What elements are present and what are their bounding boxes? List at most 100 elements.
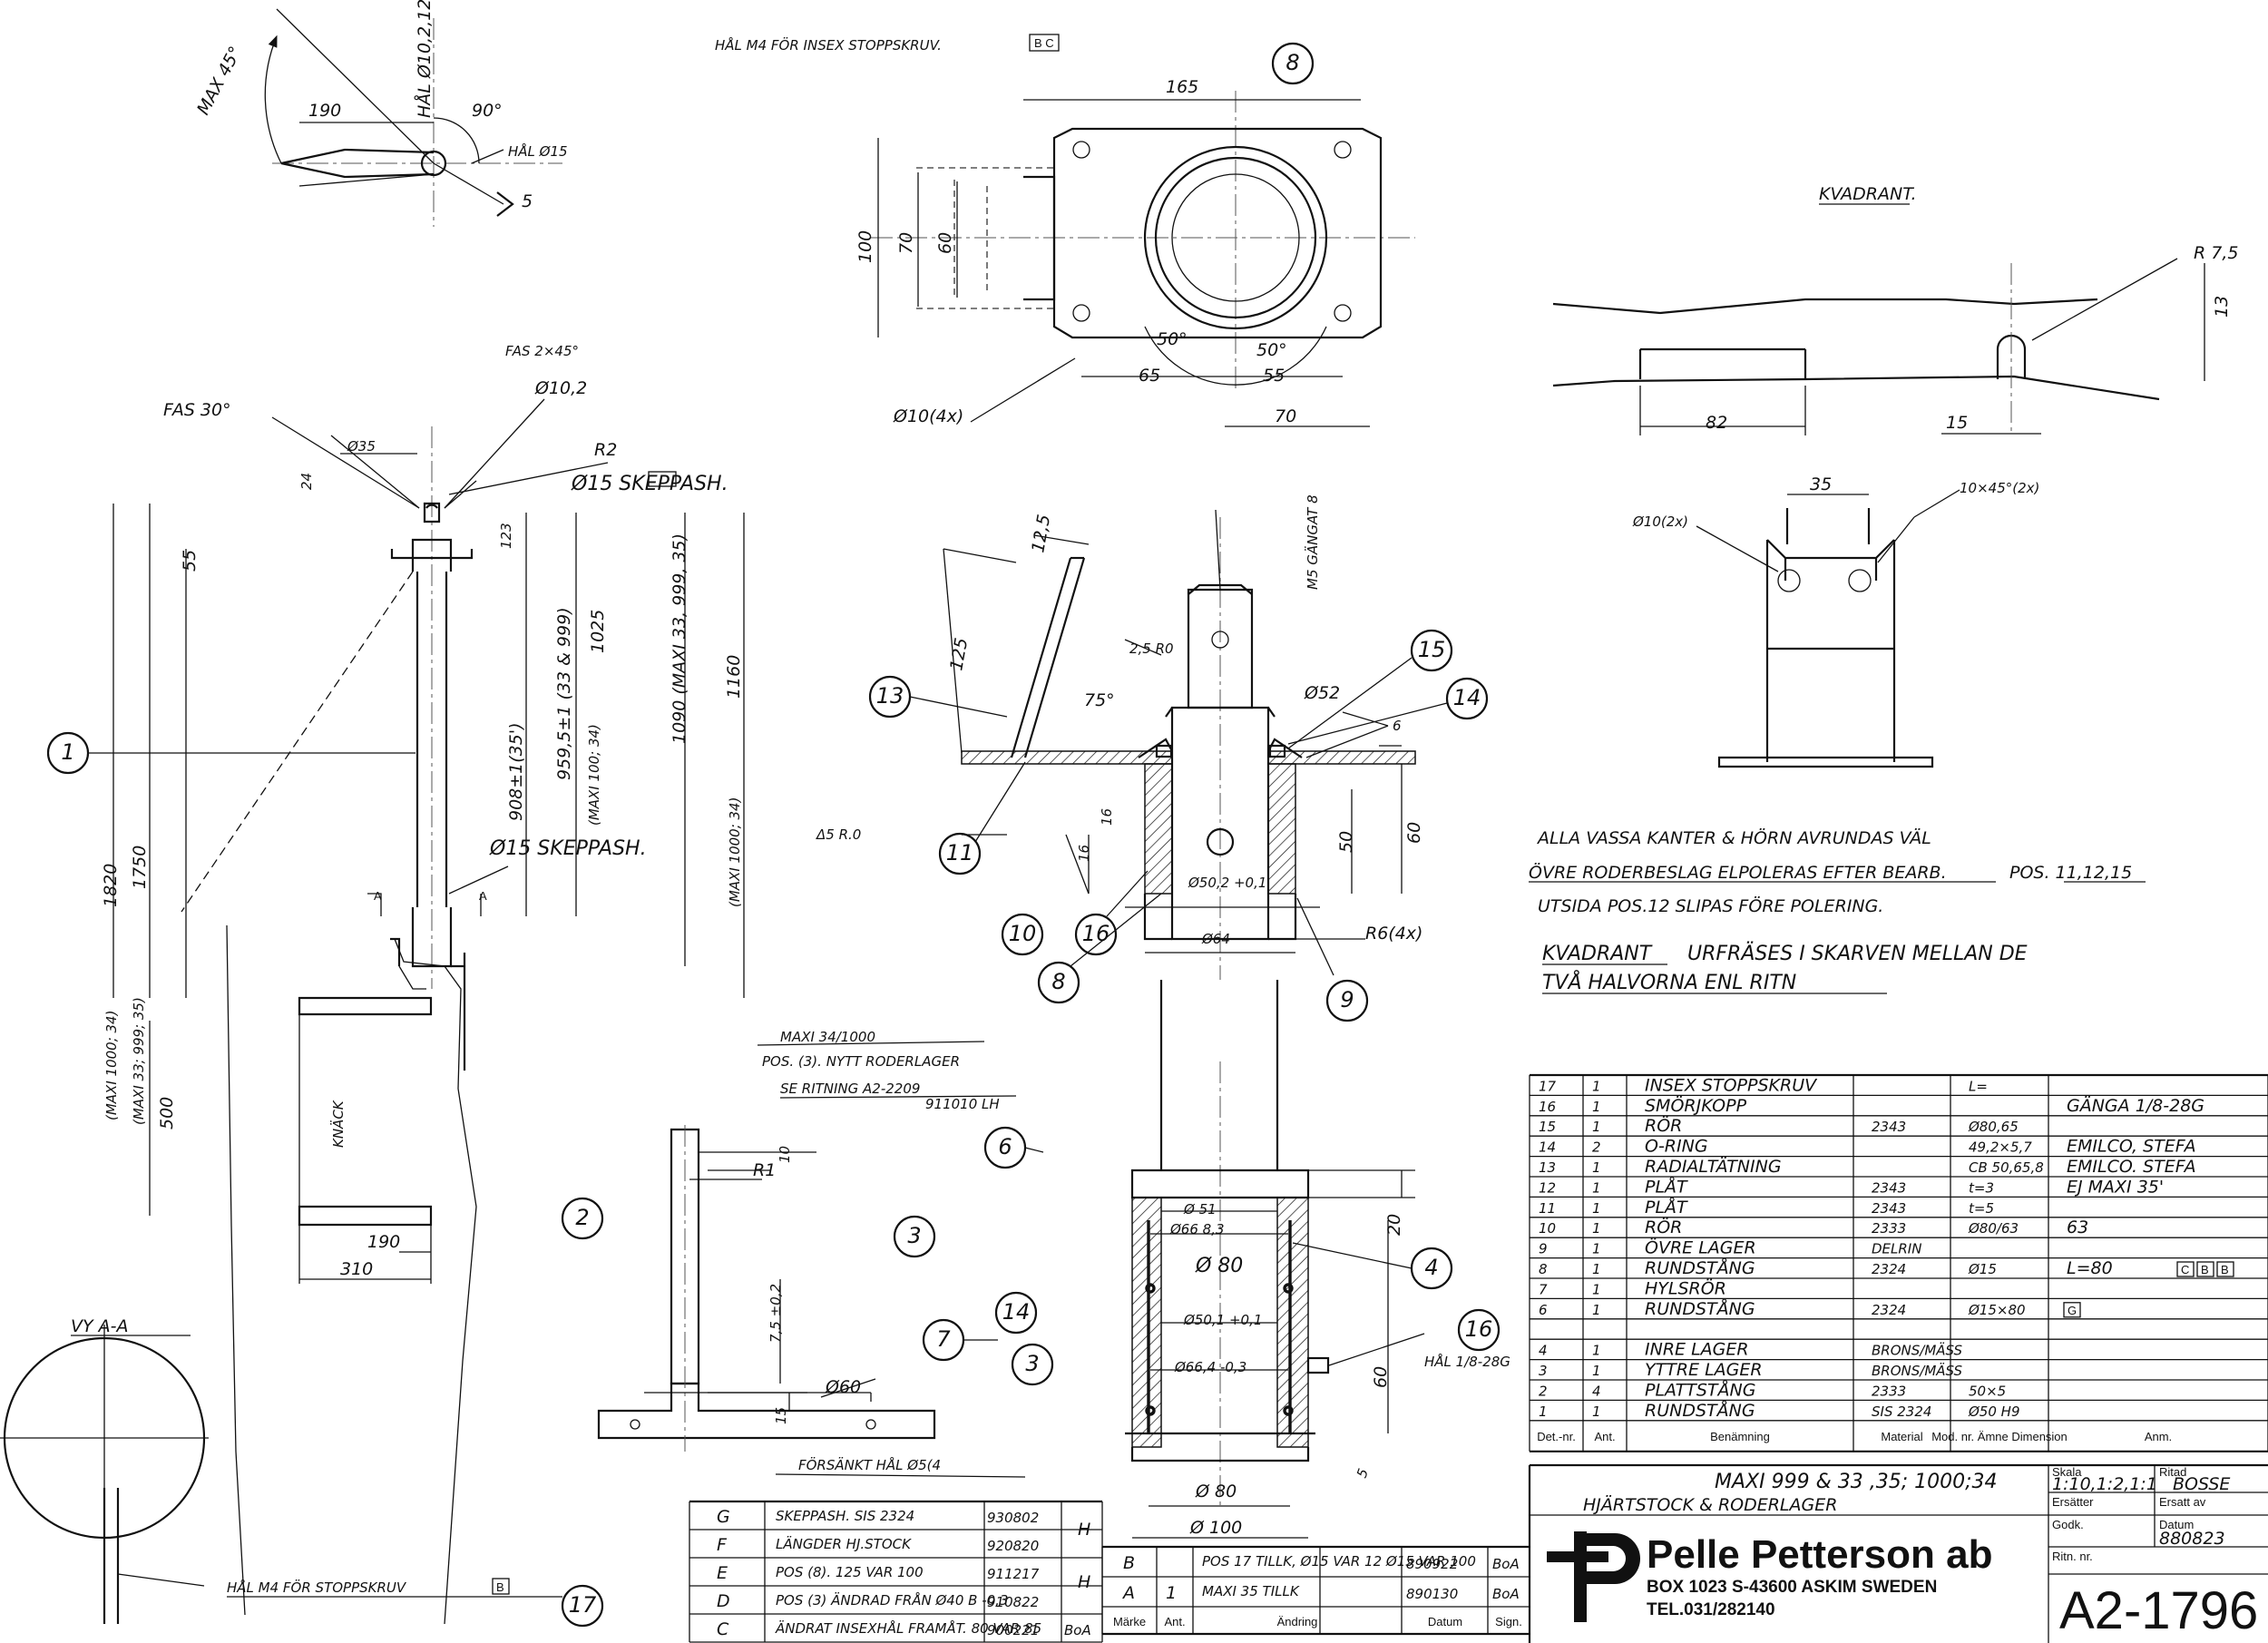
dim-5: 5	[522, 191, 533, 211]
fas-2x45: FAS 2×45°	[505, 343, 579, 359]
dim-16-a: 16	[1076, 845, 1092, 862]
bom-dim: Ø80,65	[1968, 1119, 2019, 1135]
bom-dim: 50×5	[1969, 1383, 2006, 1399]
skala-value: 1:10,1:2,1:1	[2052, 1474, 2157, 1494]
skala-label: Skala	[2052, 1465, 2082, 1479]
dim-d35: Ø35	[347, 438, 376, 455]
bom-ant: 1	[1592, 1261, 1601, 1277]
ritn-label: Ritn. nr.	[2052, 1550, 2093, 1563]
bom-name: YTTRE LAGER	[1645, 1360, 1763, 1380]
dim-90deg: 90°	[472, 101, 503, 121]
rev-sign: BoA	[1492, 1556, 1520, 1572]
bom-dim: Ø15	[1968, 1261, 1997, 1277]
bubble-3-b: 3	[1025, 1351, 1039, 1376]
knack: KNÄCK	[329, 1100, 347, 1148]
rev-header: Datum	[1428, 1615, 1462, 1628]
bom-dim: CB 50,65,8	[1969, 1159, 2044, 1176]
bom-nr: 3	[1539, 1363, 1548, 1379]
bom-name: RUNDSTÅNG	[1645, 1298, 1755, 1319]
anm-ref: B	[2201, 1263, 2209, 1276]
bom-name: ÖVRE LAGER	[1645, 1237, 1756, 1258]
bearing-detail: MAXI 34/1000 POS. (3). NYTT RODERLAGER S…	[597, 1029, 1054, 1478]
maxi-note-4: 911010 LH	[925, 1096, 1000, 1112]
dim-hal-10: HÅL Ø10,2,12	[414, 0, 435, 118]
dim-70-h: 70	[1275, 406, 1296, 426]
dim-123: 123	[498, 523, 514, 549]
bom-name: SMÖRJKOPP	[1645, 1095, 1747, 1116]
dim-50deg-r: 50°	[1256, 340, 1287, 360]
note-1: ALLA VASSA KANTER & HÖRN AVRUNDAS VÄL	[1536, 827, 1931, 848]
dim-maxi-33: (MAXI 33; 999; 35)	[131, 997, 147, 1125]
bom-nr: 13	[1539, 1159, 1556, 1176]
bubble-1: 1	[61, 739, 74, 765]
skeppash-1: Ø15 SKEPPASH.	[571, 473, 728, 495]
bom-dim: Ø50 H9	[1968, 1403, 2019, 1420]
dim-6: 6	[1393, 718, 1402, 734]
bom-material: 2343	[1872, 1119, 1906, 1135]
rev-header: Sign.	[1495, 1615, 1522, 1628]
bubble-13: 14	[1453, 685, 1481, 710]
dim-d50-2: Ø50,2 +0,1	[1188, 875, 1266, 891]
bom-ant: 4	[1592, 1383, 1601, 1399]
bom-nr: 15	[1539, 1119, 1556, 1135]
dim-20: 20	[1384, 1214, 1404, 1236]
dim-d10-2x: Ø10(2x)	[1632, 513, 1688, 530]
dim-d100: Ø 100	[1189, 1518, 1242, 1538]
kvadrant-title: KVADRANT.	[1819, 184, 1917, 204]
dim-7-5: 7,5 ±0,2	[767, 1284, 784, 1343]
rev-mark: C	[717, 1619, 729, 1639]
m5-gangat: M5 GÄNGAT 8	[1304, 494, 1321, 590]
dim-959: 959,5±1 (33 & 999)	[554, 607, 574, 780]
dim-1820: 1820	[101, 864, 121, 907]
bubble-3: 3	[907, 1223, 921, 1248]
dim-165: 165	[1166, 77, 1198, 97]
dim-10-b: 10	[777, 1146, 793, 1163]
bom-dim: 49,2×5,7	[1969, 1139, 2032, 1156]
hal-m4-bottom: HÅL M4 FÖR STOPPSKRUV	[227, 1579, 407, 1596]
bom-name: RUNDSTÅNG	[1645, 1257, 1755, 1278]
ritad-label: Ritad	[2159, 1465, 2186, 1479]
bom-name: RÖR	[1645, 1217, 1682, 1237]
dim-maxi-1000-34: (MAXI 1000; 34)	[727, 797, 743, 907]
bom-header: Anm.	[2145, 1430, 2172, 1443]
dim-d10-2: Ø10,2	[534, 378, 587, 398]
bom-ant: 1	[1592, 1220, 1601, 1237]
bom-nr: 17	[1539, 1078, 1557, 1094]
maxi-note-2: POS. (3). NYTT RODERLAGER	[762, 1053, 960, 1070]
dim-d50-1: Ø50,1 +0,1	[1183, 1312, 1262, 1328]
rev-mark-h: H	[1078, 1572, 1090, 1592]
bom-nr: 7	[1539, 1281, 1548, 1297]
datum-value: 880823	[2159, 1529, 2225, 1549]
dim-100: 100	[855, 230, 875, 263]
dim-82: 82	[1706, 413, 1727, 433]
bom-anm: EMILCO. STEFA	[2067, 1157, 2196, 1177]
dim-35-k: 35	[1810, 474, 1832, 494]
hal-1-8: HÅL 1/8-28G	[1424, 1353, 1510, 1370]
bom-ant: 1	[1592, 1099, 1601, 1115]
bubble-12: 13	[876, 683, 904, 709]
bom-name: PLATTSTÅNG	[1645, 1379, 1755, 1400]
bom-ant: 1	[1592, 1302, 1601, 1318]
rudder-stock-elevation: FAS 2×45° Ø10,2 FAS 30° Ø35 R2 Ø15 SKEPP…	[46, 343, 745, 1625]
bom-material: 2343	[1872, 1200, 1906, 1217]
bubble-11: 11	[946, 840, 974, 866]
bom-dim: Ø15×80	[1968, 1302, 2026, 1318]
bom-material: 2333	[1872, 1220, 1906, 1237]
svg-text:B: B	[496, 1580, 504, 1594]
svg-text:B C: B C	[1034, 36, 1054, 50]
bom-ant: 1	[1592, 1159, 1601, 1176]
ersatt-av-label: Ersatt av	[2159, 1495, 2206, 1509]
dim-70-v: 70	[896, 232, 916, 254]
title-line-2: HJÄRTSTOCK & RODERLAGER	[1583, 1494, 1837, 1515]
bom-dim: t=3	[1969, 1179, 1994, 1196]
note-4a: URFRÄSES I SKARVEN MELLAN DE	[1687, 942, 2028, 965]
bom-header: Mod. nr. Ämne Dimension	[1931, 1430, 2068, 1443]
dim-1160: 1160	[724, 655, 744, 699]
bubble-4: 4	[1424, 1255, 1438, 1280]
datum-label: Datum	[2159, 1518, 2194, 1531]
dim-5-t: 5	[1354, 1466, 1372, 1480]
bom-dim: L=	[1969, 1078, 1988, 1094]
